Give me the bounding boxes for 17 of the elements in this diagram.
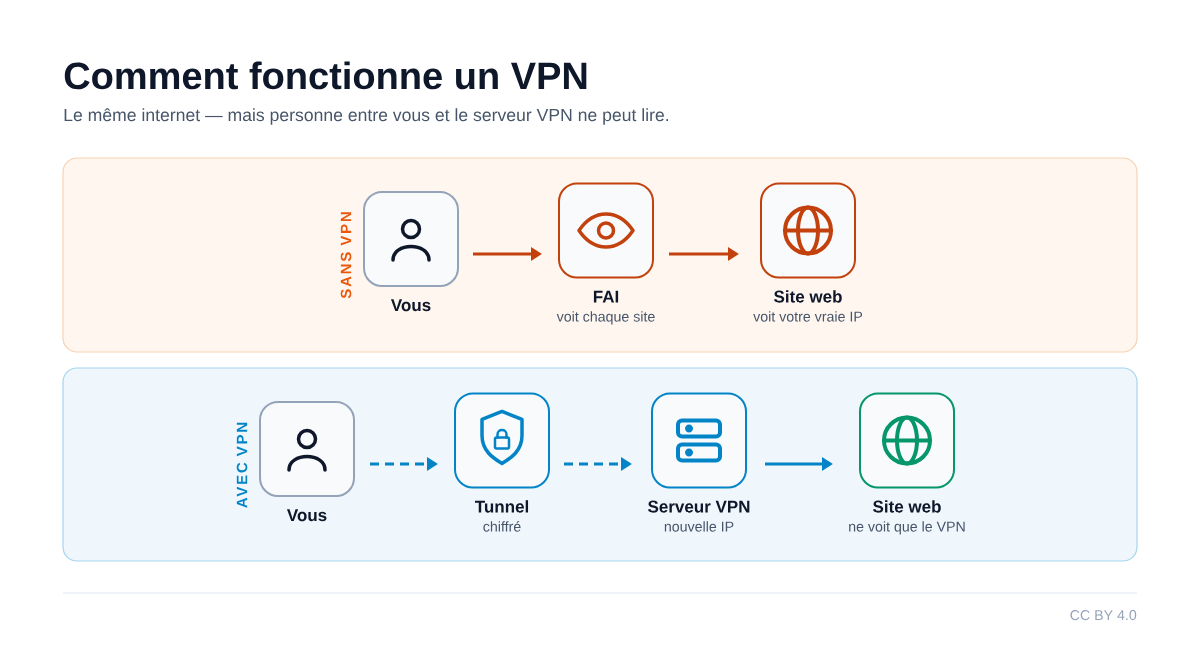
node-caption: nouvelle IP bbox=[664, 521, 734, 532]
node-label: Vous bbox=[390, 299, 431, 312]
node-label: Vous bbox=[286, 509, 327, 522]
node-label: Site web bbox=[873, 500, 941, 513]
node-label: FAI bbox=[593, 290, 619, 303]
node-caption: ne voit que le VPN bbox=[849, 521, 965, 535]
node-caption: voit votre vraie IP bbox=[753, 311, 863, 322]
node-label: Serveur VPN bbox=[648, 500, 750, 513]
subtitle: Le même internet — mais personne entre vous et le serveur VPN ne peut lire. bbox=[64, 108, 668, 125]
section-label: SANS VPN bbox=[340, 212, 352, 299]
license-note: CC BY 4.0 bbox=[1070, 610, 1137, 621]
title: Comment fonctionne un VPN bbox=[64, 61, 587, 90]
section-label: AVEC VPN bbox=[236, 422, 248, 508]
node-caption: voit chaque site bbox=[556, 311, 655, 325]
node-label: Tunnel bbox=[474, 500, 529, 513]
node-caption: chiffré bbox=[483, 521, 521, 532]
node-label: Site web bbox=[774, 290, 842, 303]
